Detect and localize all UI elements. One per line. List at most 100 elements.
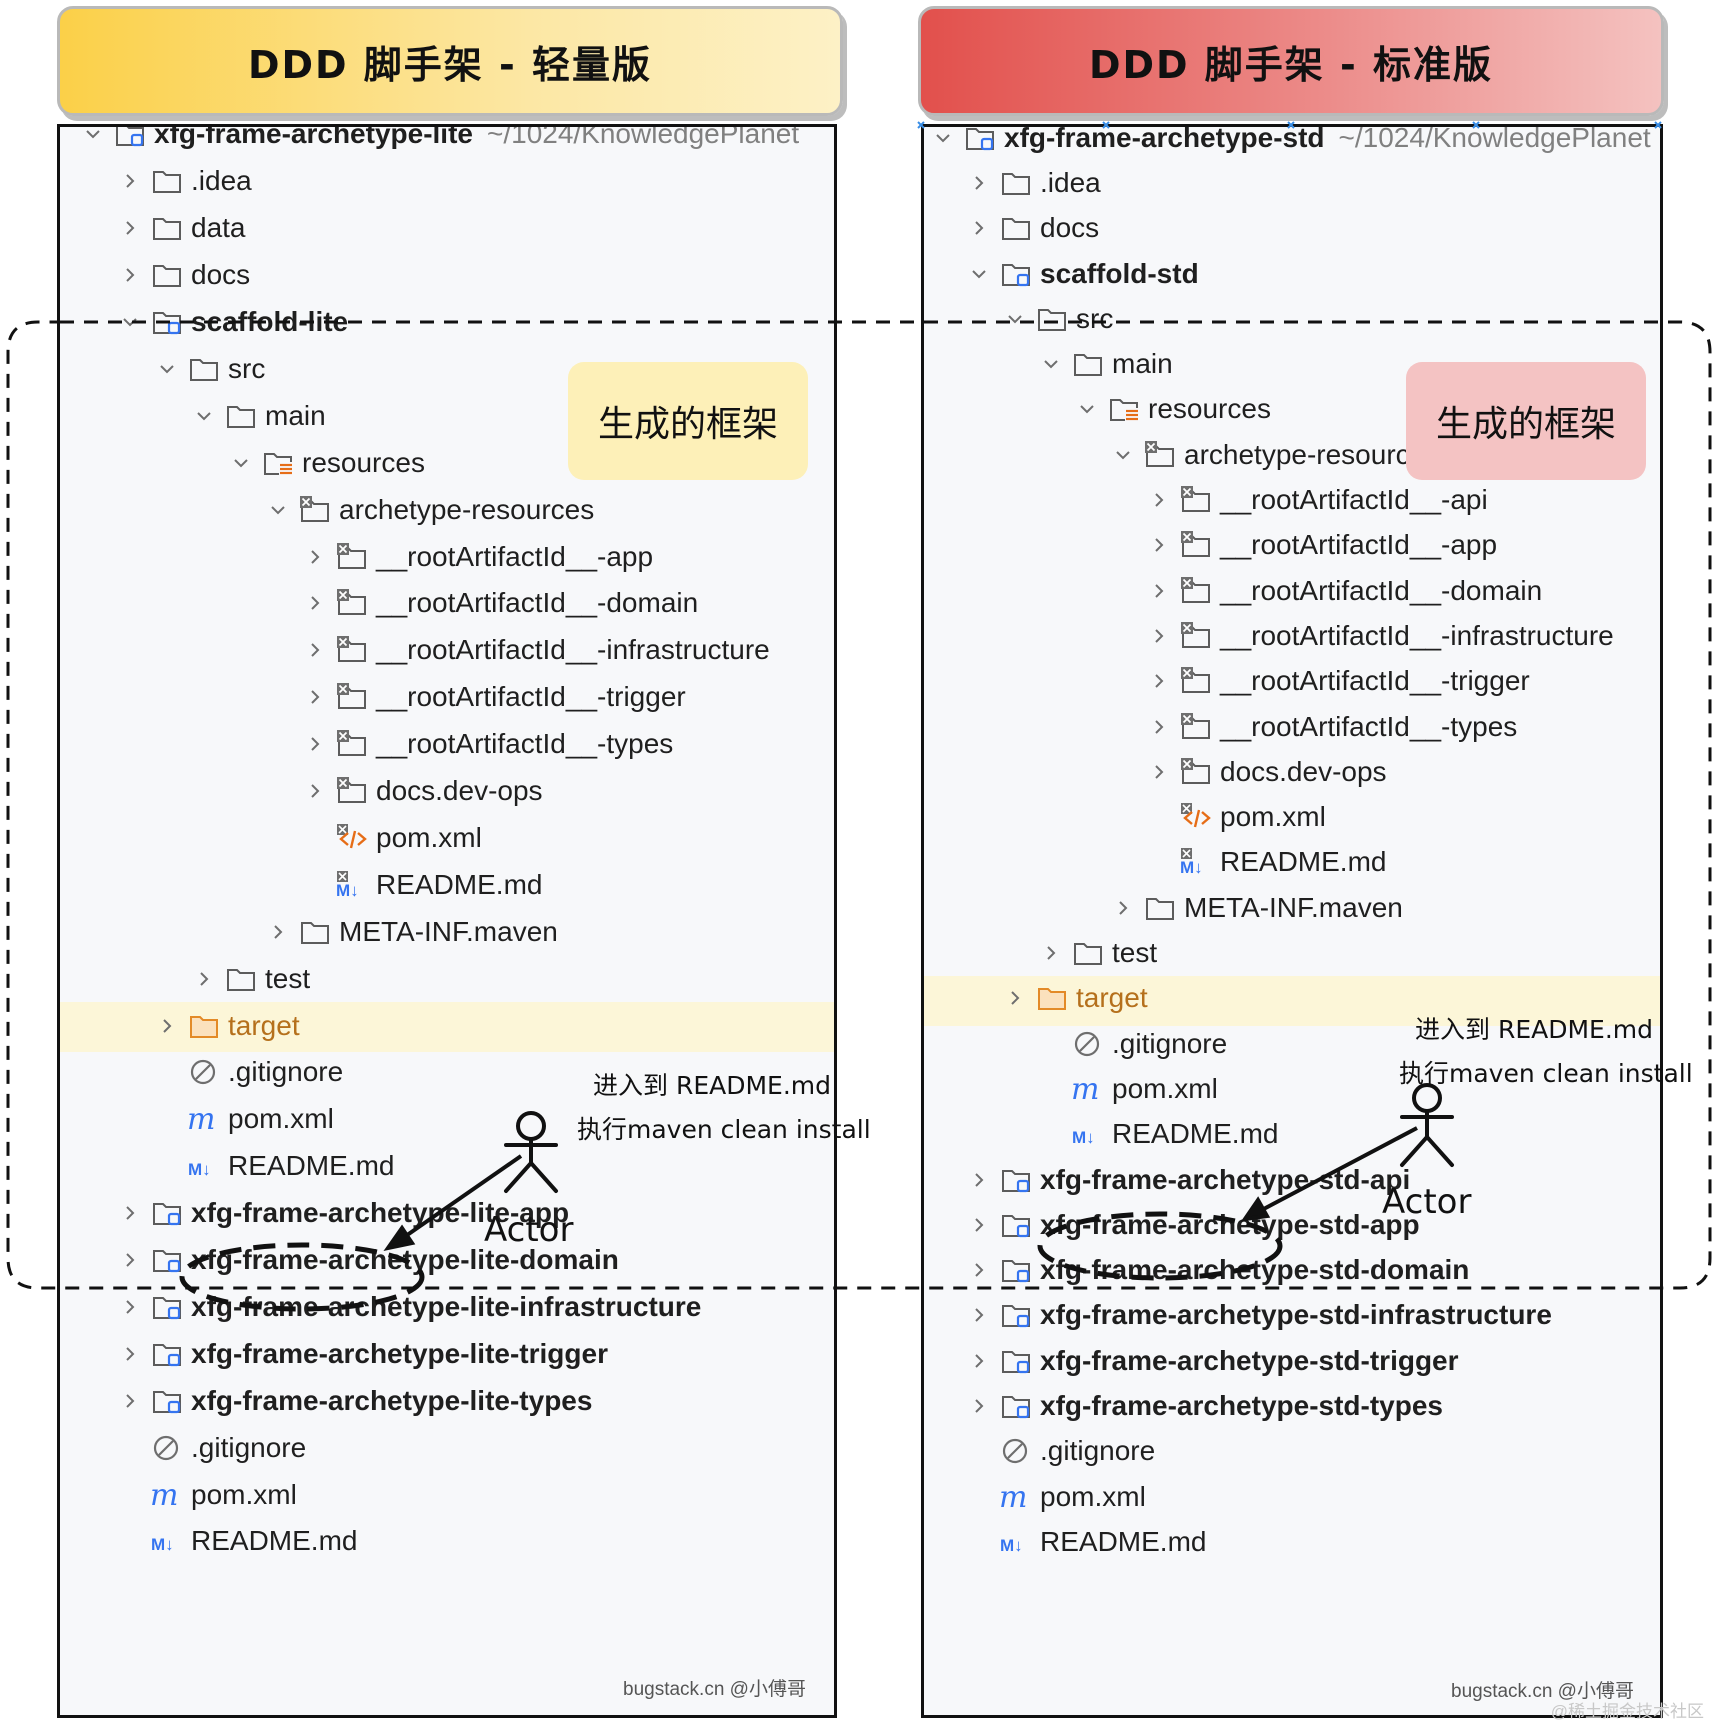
- tree-row-rootartifactid-types[interactable]: __rootArtifactId__-types: [924, 704, 1660, 754]
- tree-row-idea[interactable]: .idea: [924, 160, 1660, 210]
- tree-row-rootartifactid-trigger[interactable]: __rootArtifactId__-trigger: [924, 659, 1660, 709]
- tree-row-rootartifactid-domain[interactable]: __rootArtifactId__-domain: [60, 580, 834, 630]
- tree-row-pom-xml[interactable]: pom.xml: [924, 795, 1660, 845]
- tree-row-data[interactable]: data: [60, 205, 834, 255]
- chevron-right-icon[interactable]: [1148, 625, 1170, 647]
- chevron-right-icon[interactable]: [968, 1395, 990, 1417]
- tree-row-test[interactable]: test: [60, 955, 834, 1005]
- tree-row-src[interactable]: src: [924, 296, 1660, 346]
- chevron-down-icon[interactable]: [82, 127, 104, 145]
- tree-row-scaffold-std[interactable]: scaffold-std: [924, 251, 1660, 301]
- chevron-right-icon[interactable]: [119, 1202, 141, 1224]
- chevron-right-icon[interactable]: [267, 921, 289, 943]
- tree-row-xfg-frame-archetype-std-trigger[interactable]: xfg-frame-archetype-std-trigger: [924, 1338, 1660, 1388]
- tree-row-docs[interactable]: docs: [924, 206, 1660, 256]
- chevron-right-icon[interactable]: [304, 592, 326, 614]
- tree-row-idea[interactable]: .idea: [60, 158, 834, 208]
- chevron-right-icon[interactable]: [1148, 580, 1170, 602]
- chevron-right-icon[interactable]: [1148, 489, 1170, 511]
- tree-row-docs[interactable]: docs: [60, 252, 834, 302]
- tree-row-readme-md[interactable]: M↓README.md: [924, 840, 1660, 890]
- tree-row-rootartifactid-domain[interactable]: __rootArtifactId__-domain: [924, 568, 1660, 618]
- chevron-right-icon[interactable]: [1148, 716, 1170, 738]
- tree-row-xfg-frame-archetype-lite-infrastructure[interactable]: xfg-frame-archetype-lite-infrastructure: [60, 1284, 834, 1334]
- chevron-right-icon[interactable]: [968, 217, 990, 239]
- tree-row-rootartifactid-app[interactable]: __rootArtifactId__-app: [60, 533, 834, 583]
- chevron-right-icon[interactable]: [119, 1390, 141, 1412]
- chevron-right-icon[interactable]: [968, 172, 990, 194]
- chevron-right-icon[interactable]: [119, 1343, 141, 1365]
- tree-row-test[interactable]: test: [924, 930, 1660, 980]
- chevron-right-icon[interactable]: [304, 639, 326, 661]
- chevron-right-icon[interactable]: [968, 1169, 990, 1191]
- tree-row-xfg-frame-archetype-lite[interactable]: xfg-frame-archetype-lite~/1024/Knowledge…: [60, 127, 834, 161]
- chevron-right-icon[interactable]: [968, 1214, 990, 1236]
- tree-row-xfg-frame-archetype-lite-types[interactable]: xfg-frame-archetype-lite-types: [60, 1377, 834, 1427]
- chevron-right-icon[interactable]: [1148, 670, 1170, 692]
- tree-row-readme-md[interactable]: M↓README.md: [924, 1112, 1660, 1162]
- tree-row-rootartifactid-infrastructure[interactable]: __rootArtifactId__-infrastructure: [924, 613, 1660, 663]
- chevron-right-icon[interactable]: [1004, 987, 1026, 1009]
- chevron-right-icon[interactable]: [1148, 534, 1170, 556]
- tree-row-meta-inf-maven[interactable]: META-INF.maven: [60, 908, 834, 958]
- tree-row-xfg-frame-archetype-lite-trigger[interactable]: xfg-frame-archetype-lite-trigger: [60, 1330, 834, 1380]
- chevron-right-icon[interactable]: [119, 170, 141, 192]
- tree-row-readme-md[interactable]: M↓README.md: [60, 1143, 834, 1193]
- chevron-right-icon[interactable]: [304, 733, 326, 755]
- chevron-down-icon[interactable]: [1004, 308, 1026, 330]
- chevron-down-icon[interactable]: [968, 263, 990, 285]
- chevron-down-icon[interactable]: [267, 499, 289, 521]
- tree-row-rootartifactid-app[interactable]: __rootArtifactId__-app: [924, 523, 1660, 573]
- chevron-down-icon[interactable]: [119, 311, 141, 333]
- resources-folder-icon: [262, 448, 294, 478]
- chevron-down-icon[interactable]: [1112, 444, 1134, 466]
- chevron-down-icon[interactable]: [193, 405, 215, 427]
- chevron-down-icon[interactable]: [1040, 353, 1062, 375]
- chevron-right-icon[interactable]: [304, 780, 326, 802]
- tree-row-rootartifactid-infrastructure[interactable]: __rootArtifactId__-infrastructure: [60, 627, 834, 677]
- tree-row-pom-xml[interactable]: pom.xml: [60, 815, 834, 865]
- chevron-down-icon[interactable]: [932, 127, 954, 149]
- chevron-right-icon[interactable]: [119, 1249, 141, 1271]
- tree-row-rootartifactid-types[interactable]: __rootArtifactId__-types: [60, 721, 834, 771]
- chevron-right-icon[interactable]: [968, 1350, 990, 1372]
- tree-row-rootartifactid-api[interactable]: __rootArtifactId__-api: [924, 477, 1660, 527]
- tree-row-xfg-frame-archetype-lite-domain[interactable]: xfg-frame-archetype-lite-domain: [60, 1237, 834, 1287]
- tree-row-xfg-frame-archetype-std-domain[interactable]: xfg-frame-archetype-std-domain: [924, 1248, 1660, 1298]
- tree-row-xfg-frame-archetype-std-app[interactable]: xfg-frame-archetype-std-app: [924, 1202, 1660, 1252]
- tree-row-gitignore[interactable]: .gitignore: [60, 1424, 834, 1474]
- chevron-right-icon[interactable]: [119, 264, 141, 286]
- tree-row-docs-dev-ops[interactable]: docs.dev-ops: [924, 749, 1660, 799]
- tree-row-xfg-frame-archetype-lite-app[interactable]: xfg-frame-archetype-lite-app: [60, 1190, 834, 1240]
- chevron-right-icon[interactable]: [968, 1304, 990, 1326]
- tree-row-xfg-frame-archetype-std-types[interactable]: xfg-frame-archetype-std-types: [924, 1383, 1660, 1433]
- tree-row-readme-md[interactable]: M↓README.md: [60, 861, 834, 911]
- chevron-right-icon[interactable]: [156, 1015, 178, 1037]
- chevron-right-icon[interactable]: [1148, 761, 1170, 783]
- tree-row-readme-md[interactable]: M↓README.md: [60, 1518, 834, 1568]
- chevron-right-icon[interactable]: [1040, 942, 1062, 964]
- chevron-right-icon[interactable]: [1112, 897, 1134, 919]
- chevron-right-icon[interactable]: [119, 1296, 141, 1318]
- chevron-right-icon[interactable]: [119, 217, 141, 239]
- chevron-right-icon[interactable]: [968, 1259, 990, 1281]
- tree-row-meta-inf-maven[interactable]: META-INF.maven: [924, 885, 1660, 935]
- tree-row-readme-md[interactable]: M↓README.md: [924, 1519, 1660, 1569]
- tree-row-docs-dev-ops[interactable]: docs.dev-ops: [60, 768, 834, 818]
- tree-row-xfg-frame-archetype-std-infrastructure[interactable]: xfg-frame-archetype-std-infrastructure: [924, 1293, 1660, 1343]
- tree-row-target[interactable]: target: [60, 1002, 834, 1053]
- tree-row-scaffold-lite[interactable]: scaffold-lite: [60, 299, 834, 349]
- tree-row-xfg-frame-archetype-std-api[interactable]: xfg-frame-archetype-std-api: [924, 1157, 1660, 1207]
- chevron-down-icon[interactable]: [156, 358, 178, 380]
- chevron-down-icon[interactable]: [230, 452, 252, 474]
- tree-row-xfg-frame-archetype-std[interactable]: xfg-frame-archetype-std~/1024/KnowledgeP…: [924, 127, 1660, 165]
- tree-row-gitignore[interactable]: .gitignore: [924, 1429, 1660, 1479]
- tree-row-rootartifactid-trigger[interactable]: __rootArtifactId__-trigger: [60, 674, 834, 724]
- chevron-right-icon[interactable]: [304, 546, 326, 568]
- tree-row-archetype-resources[interactable]: archetype-resources: [60, 486, 834, 536]
- chevron-down-icon[interactable]: [1076, 398, 1098, 420]
- chevron-right-icon[interactable]: [193, 968, 215, 990]
- chevron-right-icon[interactable]: [304, 686, 326, 708]
